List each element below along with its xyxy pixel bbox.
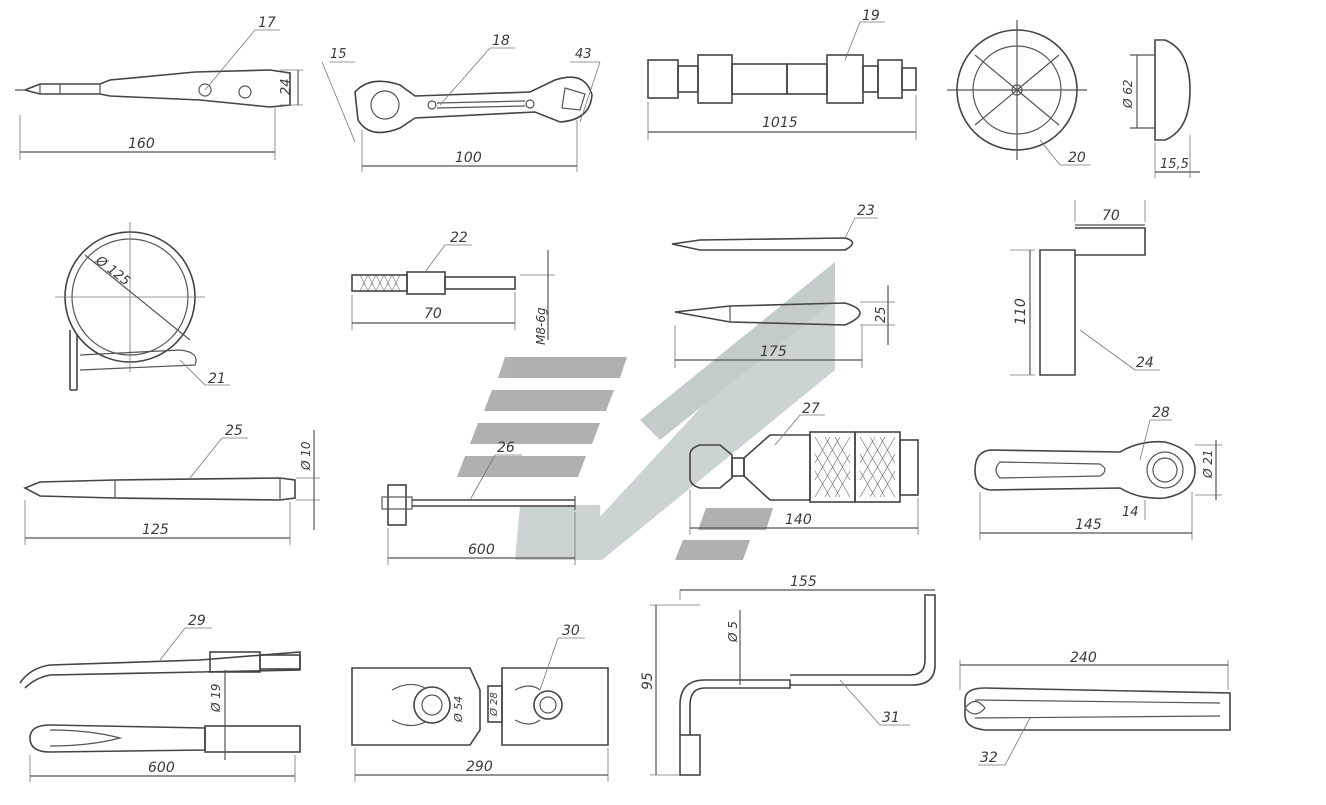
dim-29-length: 600 xyxy=(148,760,175,776)
dim-31-diameter: Ø 5 xyxy=(726,621,740,643)
dim-27-length: 140 xyxy=(785,512,812,528)
callout-19: 19 xyxy=(862,8,880,24)
tool-28-box-wrench: 28 145 14 Ø 21 xyxy=(974,405,1222,540)
dim-28-diameter: Ø 21 xyxy=(1201,449,1215,479)
dim-22-thread: M8-6g xyxy=(534,307,548,345)
dim-30-length: 290 xyxy=(466,759,493,775)
dim-17-height: 24 xyxy=(279,78,294,95)
callout-32: 32 xyxy=(980,750,998,766)
dim-31-height: 95 xyxy=(640,672,656,690)
tool-23-screwdriver: 23 175 25 xyxy=(671,203,895,368)
callout-17: 17 xyxy=(258,15,276,31)
dim-30-size1: Ø 54 xyxy=(452,696,465,723)
callout-43: 43 xyxy=(575,47,592,62)
dim-24-width: 70 xyxy=(1102,208,1120,224)
callout-23: 23 xyxy=(857,203,875,219)
callout-15: 15 xyxy=(330,47,347,62)
callout-22: 22 xyxy=(450,230,468,246)
dim-23-diameter: 25 xyxy=(874,306,889,323)
dim-28-inner: 14 xyxy=(1122,505,1139,520)
dim-19-length: 1015 xyxy=(762,115,798,131)
tool-26-t-handle: 26 600 xyxy=(381,440,576,565)
tool-32-pliers-bar: 32 240 xyxy=(959,650,1231,766)
tool-30-socket-wrench: 30 290 Ø 54 Ø 28 xyxy=(351,623,609,782)
tool-20-spanner-ring: 20 Ø 62 15,5 xyxy=(947,20,1200,178)
callout-27: 27 xyxy=(802,401,820,417)
tool-31-l-wrench: 31 155 95 Ø 5 xyxy=(640,574,936,776)
callout-26: 26 xyxy=(497,440,515,456)
dim-20-diameter: Ø 62 xyxy=(1121,79,1135,109)
dim-32-length: 240 xyxy=(1070,650,1097,666)
dim-31-length: 155 xyxy=(790,574,817,590)
callout-30: 30 xyxy=(562,623,580,639)
watermark-logo xyxy=(457,262,835,560)
tool-22-spark-plug-key: 22 70 M8-6g xyxy=(351,230,555,345)
callout-24: 24 xyxy=(1136,355,1154,371)
callout-28: 28 xyxy=(1152,405,1170,421)
tool-21-band-wrench: 21 Ø 125 xyxy=(55,222,230,391)
dim-18-length: 100 xyxy=(455,150,482,166)
tool-18-double-open-wrench: 15 18 43 100 xyxy=(321,33,601,172)
callout-18: 18 xyxy=(492,33,510,49)
dim-20-width: 15,5 xyxy=(1160,157,1189,172)
dim-22-length: 70 xyxy=(424,306,442,322)
dim-25-length: 125 xyxy=(142,522,169,538)
tool-19-extension-socket: 19 1015 xyxy=(647,8,917,140)
tool-24-hex-key: 24 70 110 xyxy=(1010,200,1160,376)
tool-17-wrench: 17 160 24 xyxy=(15,15,303,160)
dim-29-diameter: Ø 19 xyxy=(209,683,223,713)
callout-31: 31 xyxy=(882,710,900,726)
callout-20: 20 xyxy=(1068,150,1086,166)
tool-27-chuck-driver: 27 140 xyxy=(689,401,919,535)
dim-28-length: 145 xyxy=(1075,517,1102,533)
dim-26-length: 600 xyxy=(468,542,495,558)
dim-21-diameter: Ø 125 xyxy=(92,253,133,290)
callout-29: 29 xyxy=(188,613,206,629)
tool-25-drift-punch: 25 125 Ø 10 xyxy=(23,423,320,545)
dim-25-diameter: Ø 10 xyxy=(299,441,313,471)
dim-30-size2: Ø 28 xyxy=(488,692,500,717)
dim-23-length: 175 xyxy=(760,344,787,360)
dim-24-height: 110 xyxy=(1013,298,1029,325)
callout-25: 25 xyxy=(225,423,243,439)
tool-29-pry-bar: 29 600 Ø 19 xyxy=(19,613,301,782)
dim-17-length: 160 xyxy=(128,136,155,152)
callout-21: 21 xyxy=(208,371,226,387)
